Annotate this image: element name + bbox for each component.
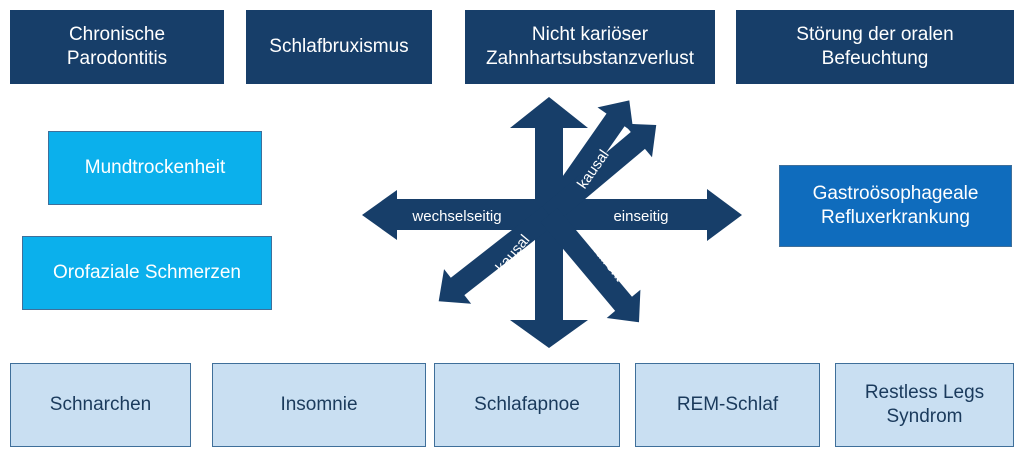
arrow-diagonal-down-left: [438, 206, 556, 304]
box-gastro-reflux: Gastroösophageale Refluxerkrankung: [779, 165, 1012, 247]
box-schlafapnoe: Schlafapnoe: [434, 363, 620, 447]
box-mundtrockenheit: Mundtrockenheit: [48, 131, 262, 205]
box-schnarchen: Schnarchen: [10, 363, 191, 447]
label-einseitig: einseitig: [613, 208, 668, 225]
label-wechselseitig: wechselseitig: [411, 208, 501, 225]
arrow-shapes: [362, 97, 742, 348]
arrow-diagonal-down-right: [540, 207, 641, 323]
label-direkt: direkt: [502, 152, 537, 192]
box-orale-befeuchtung: Störung der oralen Befeuchtung: [736, 10, 1014, 84]
box-schlafbruxismus: Schlafbruxismus: [246, 10, 432, 84]
box-restless-legs: Restless Legs Syndrom: [835, 363, 1014, 447]
box-insomnie: Insomnie: [212, 363, 426, 447]
box-orofaziale-schmerzen: Orofaziale Schmerzen: [22, 236, 272, 310]
arrow-diagonal-up-right: [541, 123, 657, 224]
box-chronische-parodontitis: Chronische Parodontitis: [10, 10, 224, 84]
box-rem-schlaf: REM-Schlaf: [635, 363, 820, 447]
box-zahnhartsubstanzverlust: Nicht kariöser Zahnhartsubstanzverlust: [465, 10, 715, 84]
